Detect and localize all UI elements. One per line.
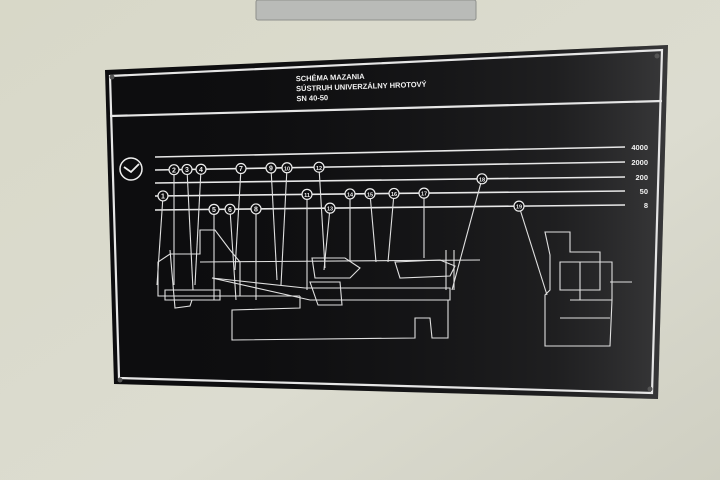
leader-line: [387, 193, 395, 263]
interval-line-4000: [154, 146, 626, 158]
lube-point-number: 18: [479, 177, 485, 183]
lube-point-number: 10: [284, 166, 290, 172]
lube-point-1: 1: [157, 190, 169, 202]
lube-point-number: 19: [516, 205, 522, 211]
lube-point-11: 11: [301, 188, 313, 200]
lube-point-number: 15: [367, 192, 373, 198]
lube-point-14: 14: [344, 188, 356, 200]
lube-point-7: 7: [235, 162, 247, 175]
leader-line: [518, 205, 548, 296]
clock-icon: [119, 157, 143, 181]
plate-model: SN 40-50: [296, 93, 328, 103]
lube-point-19: 19: [513, 200, 525, 212]
screw-icon: [109, 74, 115, 80]
lube-point-number: 5: [212, 207, 216, 214]
leader-line: [194, 169, 202, 286]
interval-label: 2000: [631, 158, 648, 167]
lube-point-4: 4: [195, 163, 207, 175]
leader-line: [280, 167, 288, 286]
top-metal-bar: [255, 0, 477, 21]
lube-point-9: 9: [265, 162, 277, 174]
lube-point-13: 13: [324, 202, 336, 214]
lube-point-10: 10: [281, 162, 293, 174]
lube-point-number: 1: [161, 194, 165, 201]
interval-label: 8: [644, 201, 648, 210]
lube-point-6: 6: [224, 203, 236, 215]
lube-point-number: 7: [239, 166, 243, 173]
screw-icon: [654, 53, 660, 59]
leader-line: [186, 169, 194, 291]
lathe-drawing: [157, 229, 632, 347]
lube-point-16: 16: [388, 187, 400, 200]
lube-point-number: 9: [269, 166, 273, 173]
leader-line: [451, 178, 483, 291]
header-divider: [109, 99, 663, 118]
lube-point-number: 3: [185, 167, 189, 174]
lube-point-12: 12: [313, 161, 325, 173]
lube-point-number: 16: [391, 192, 397, 198]
lube-point-3: 3: [181, 163, 193, 176]
lube-point-17: 17: [418, 187, 430, 199]
leader-line: [323, 208, 331, 271]
leader-line: [369, 193, 377, 263]
lube-point-number: 6: [228, 207, 232, 214]
plate-title: SCHÉMA MAZANIA: [296, 72, 366, 83]
lube-point-18: 18: [476, 173, 488, 185]
lube-point-number: 8: [254, 207, 258, 214]
leader-line: [229, 209, 237, 301]
lube-point-8: 8: [250, 203, 262, 215]
interval-label: 50: [640, 187, 648, 196]
leader-line: [234, 168, 242, 271]
lube-point-2: 2: [168, 164, 180, 176]
lube-point-number: 4: [199, 167, 203, 174]
lube-point-15: 15: [364, 188, 376, 200]
lube-point-number: 14: [347, 193, 354, 199]
interval-label: 200: [635, 173, 648, 182]
screw-icon: [117, 377, 123, 383]
lube-point-number: 13: [327, 207, 333, 213]
interval-line-200: [154, 176, 626, 184]
interval-line-2000: [154, 161, 626, 171]
interval-label: 4000: [631, 143, 648, 152]
leader-line: [318, 167, 326, 269]
lube-point-number: 2: [172, 167, 176, 174]
screw-icon: [647, 386, 653, 392]
lube-point-number: 17: [421, 192, 427, 198]
lube-point-number: 11: [304, 193, 310, 199]
plate-border: [108, 48, 664, 395]
lube-point-number: 12: [316, 166, 322, 172]
lube-point-5: 5: [208, 203, 220, 215]
